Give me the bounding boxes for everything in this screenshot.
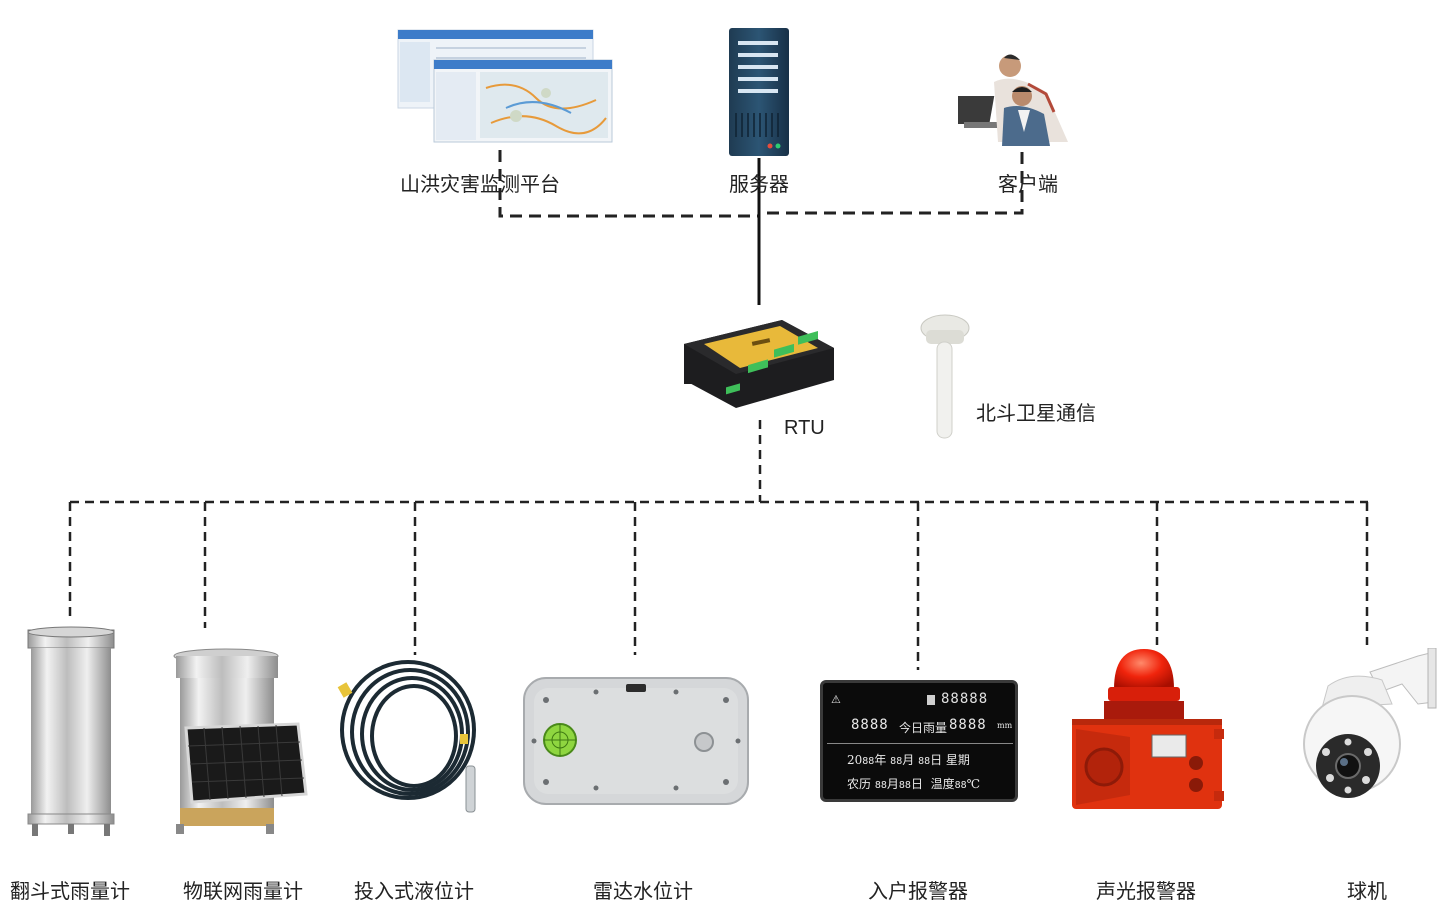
tipping-bucket-rain-gauge-label: 翻斗式雨量计 xyxy=(10,879,130,903)
submersible-level-gauge-image xyxy=(337,660,476,813)
date-line: 2088年 88月 88日 星期 xyxy=(847,753,970,767)
dome-camera-label: 球机 xyxy=(1347,879,1387,903)
server-image xyxy=(729,28,789,156)
sound-light-alarm-image xyxy=(1072,649,1224,809)
submersible-level-gauge-label: 投入式液位计 xyxy=(354,879,474,903)
iot-rain-gauge-label: 物联网雨量计 xyxy=(183,879,303,903)
rtu-image xyxy=(684,320,834,408)
unit-mm: mm xyxy=(997,721,1013,730)
lunar-line: 农历 88月88日 温度88℃ xyxy=(847,777,981,791)
client-label: 客户端 xyxy=(998,172,1058,196)
today-rain-label: 今日雨量 xyxy=(899,721,948,735)
sound-light-alarm-label: 声光报警器 xyxy=(1096,879,1196,903)
beidou-label: 北斗卫星通信 xyxy=(976,401,1096,425)
home-alarm-label: 入户报警器 xyxy=(868,879,968,903)
link-platform xyxy=(498,150,760,218)
rtu-label: RTU xyxy=(784,417,825,439)
warning-icon: ⚠ xyxy=(831,693,841,706)
digits-a: 88888 xyxy=(941,691,989,707)
digits-b: 8888 xyxy=(851,717,889,733)
dome-camera-image xyxy=(1303,648,1437,798)
rain-icon xyxy=(927,695,935,705)
client-users-image xyxy=(958,54,1068,146)
server-label: 服务器 xyxy=(729,172,789,196)
digits-c: 8888 xyxy=(949,717,987,733)
radar-water-level-gauge-image xyxy=(523,677,749,805)
radar-water-level-gauge-label: 雷达水位计 xyxy=(593,879,693,903)
iot-rain-gauge-image xyxy=(173,648,308,834)
home-alarm-display: ⚠ 88888 8888 今日雨量 8888 mm 2088年 88月 88日 … xyxy=(820,680,1018,802)
platform-screens-image xyxy=(397,29,613,143)
link-client xyxy=(760,152,1024,215)
beidou-antenna-image xyxy=(920,314,970,439)
tipping-bucket-rain-gauge-image xyxy=(27,626,115,836)
platform-label: 山洪灾害监测平台 xyxy=(400,172,560,196)
